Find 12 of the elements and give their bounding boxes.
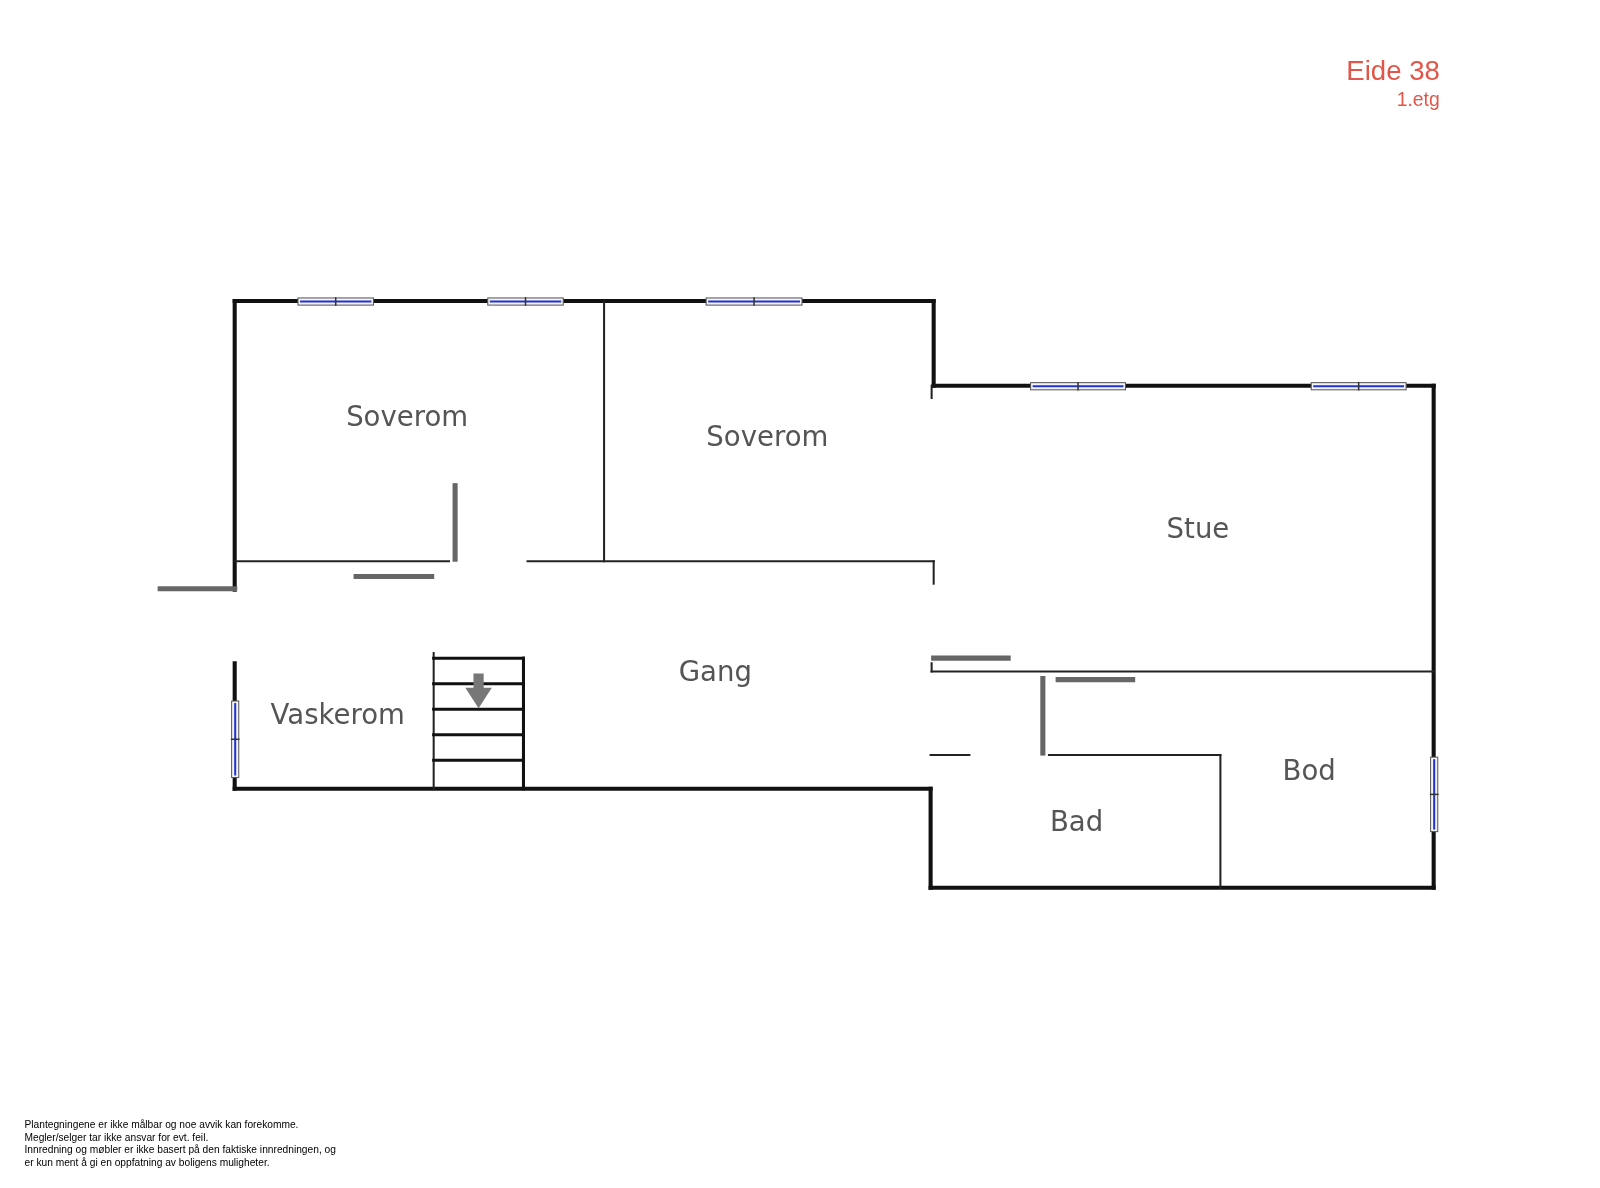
title: Eide 38 [1346,55,1440,87]
subtitle: 1.etg [1396,88,1440,112]
disclaimer-note: Innredning og møbler er ikke basert på den faktiske innredningen, og er kun ment å gi en oppfatning av boligens muligheter. [24,1143,337,1170]
room-label: Gang [678,655,752,688]
room-label: Bad [1049,805,1104,838]
disclaimer-note: Plantegningene er ikke målbar og noe avvik kan forekomme. [24,1118,300,1132]
room-label: Bod [1282,754,1336,787]
disclaimer-note: Megler/selger tar ikke ansvar for evt. feil. [24,1131,210,1144]
room-label: Soverom [706,420,829,453]
room-label: Soverom [346,400,469,433]
room-label: Vaskerom [270,698,405,731]
room-label: Stue [1166,512,1230,545]
